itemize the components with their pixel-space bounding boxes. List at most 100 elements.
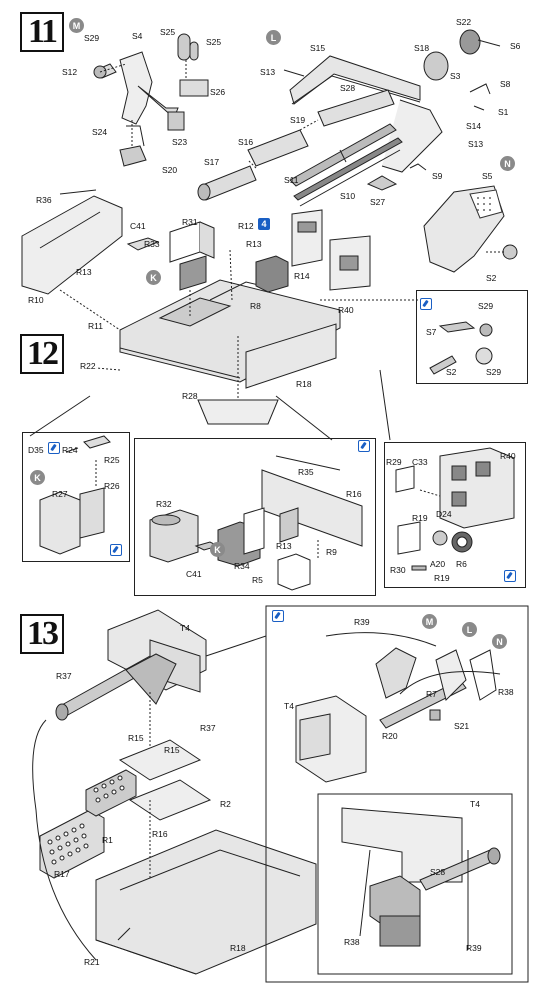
part-label: S14: [466, 121, 482, 131]
part-label: S11: [284, 175, 299, 185]
part-label: S25: [160, 27, 176, 37]
part-label: R14: [294, 271, 310, 281]
step-13-number: 13: [27, 615, 59, 652]
part-label: D35: [28, 445, 44, 455]
marker-k-circle-inset: K: [30, 470, 45, 485]
part-label: R17: [54, 869, 70, 879]
part-label: S13: [468, 139, 484, 149]
inset-13-outline: [205, 605, 529, 983]
inset-fuel-tank-box: [22, 432, 130, 562]
mount-bracket-N: [423, 185, 518, 273]
inset-k-fuel-tank: [39, 435, 111, 555]
marker-m-circle: M: [69, 18, 84, 33]
part-label: S13: [260, 67, 276, 77]
part-label: R30: [390, 565, 406, 575]
part-label: D24: [436, 509, 452, 519]
part-label: T4: [470, 799, 480, 809]
part-label: R39: [466, 943, 482, 953]
part-label: C41: [130, 221, 146, 231]
part-label: R29: [386, 457, 402, 467]
part-label: S29: [478, 301, 494, 311]
part-label: R31: [182, 217, 198, 227]
part-label: R5: [252, 575, 263, 585]
step-11-box: 11: [20, 12, 64, 52]
part-label: R12: [238, 221, 254, 231]
part-label: R2: [220, 799, 231, 809]
part-label: S10: [340, 191, 356, 201]
marker-l-circle-13: L: [462, 622, 477, 637]
part-label: S5: [482, 171, 493, 181]
part-label: R20: [382, 731, 398, 741]
part-label: S7: [426, 327, 437, 337]
front-bulkhead-R10: [21, 189, 123, 295]
marker-n-circle-13: N: [492, 634, 507, 649]
bracket-rivets: [477, 197, 491, 211]
marker-l-circle: L: [266, 30, 281, 45]
part-label: R40: [338, 305, 354, 315]
part-label: C33: [412, 457, 428, 467]
part-label: R13: [276, 541, 292, 551]
part-label: A20: [430, 559, 446, 569]
part-label: S24: [92, 127, 108, 137]
step-12-number: 12: [27, 335, 59, 372]
marker-k-circle-inset-2: K: [210, 542, 225, 557]
part-label: S19: [290, 115, 306, 125]
marker-n-circle: N: [500, 156, 515, 171]
rear-wall-R18: [197, 323, 337, 425]
inset-rear-plate-box: [134, 438, 376, 596]
part-label: S2: [486, 273, 497, 283]
part-label: S28: [340, 83, 356, 93]
part-label: S22: [456, 17, 472, 27]
part-label: R32: [156, 499, 172, 509]
part-label: S18: [414, 43, 430, 53]
marker-k-circle: K: [146, 270, 161, 285]
part-label: R15: [164, 745, 180, 755]
side-panel-R14: [255, 209, 371, 293]
step-13-box: 13: [20, 614, 64, 654]
part-label: R40: [500, 451, 516, 461]
gun-mount-detail-13: [295, 632, 501, 783]
part-label: R33: [144, 239, 160, 249]
part-label: C41: [186, 569, 202, 579]
glue-icon: [504, 570, 516, 582]
part-label: S26: [210, 87, 226, 97]
step-12-box: 12: [20, 334, 64, 374]
ammo-holes: [47, 775, 125, 865]
inset-hatch-box: [384, 442, 526, 588]
part-label: R1: [102, 835, 113, 845]
gun-sight-assembly: [93, 51, 185, 167]
guide-curve-13: [32, 719, 97, 961]
part-label: R36: [36, 195, 52, 205]
part-label: R13: [246, 239, 262, 249]
inset-sight-box: [416, 290, 528, 384]
part-label: R39: [354, 617, 370, 627]
part-label: R24: [62, 445, 78, 455]
part-label: S28: [430, 867, 446, 877]
part-label: S9: [432, 171, 443, 181]
part-label: S8: [500, 79, 511, 89]
part-label: S15: [310, 43, 326, 53]
part-label: R9: [326, 547, 337, 557]
part-label: S21: [454, 721, 470, 731]
part-label: R28: [182, 391, 198, 401]
part-label: S1: [498, 107, 509, 117]
glue-icon: [358, 440, 370, 452]
part-label: S29: [84, 33, 100, 43]
marker-m-circle-13: M: [422, 614, 437, 629]
part-label: S3: [450, 71, 461, 81]
inset-13-detail-box: [317, 793, 513, 975]
glue-icon: [110, 544, 122, 556]
part-label: R37: [200, 723, 216, 733]
part-label: R21: [84, 957, 100, 967]
sight-detail-S7: [429, 321, 493, 375]
part-label: R8: [250, 301, 261, 311]
part-label: R34: [234, 561, 250, 571]
barrel-sections: [197, 89, 395, 201]
part-label: S29: [486, 367, 502, 377]
part-label: S25: [206, 37, 222, 47]
part-label: R18: [296, 379, 312, 389]
part-label: R7: [426, 689, 437, 699]
cement-icon: [48, 442, 60, 454]
part-label: R15: [128, 733, 144, 743]
